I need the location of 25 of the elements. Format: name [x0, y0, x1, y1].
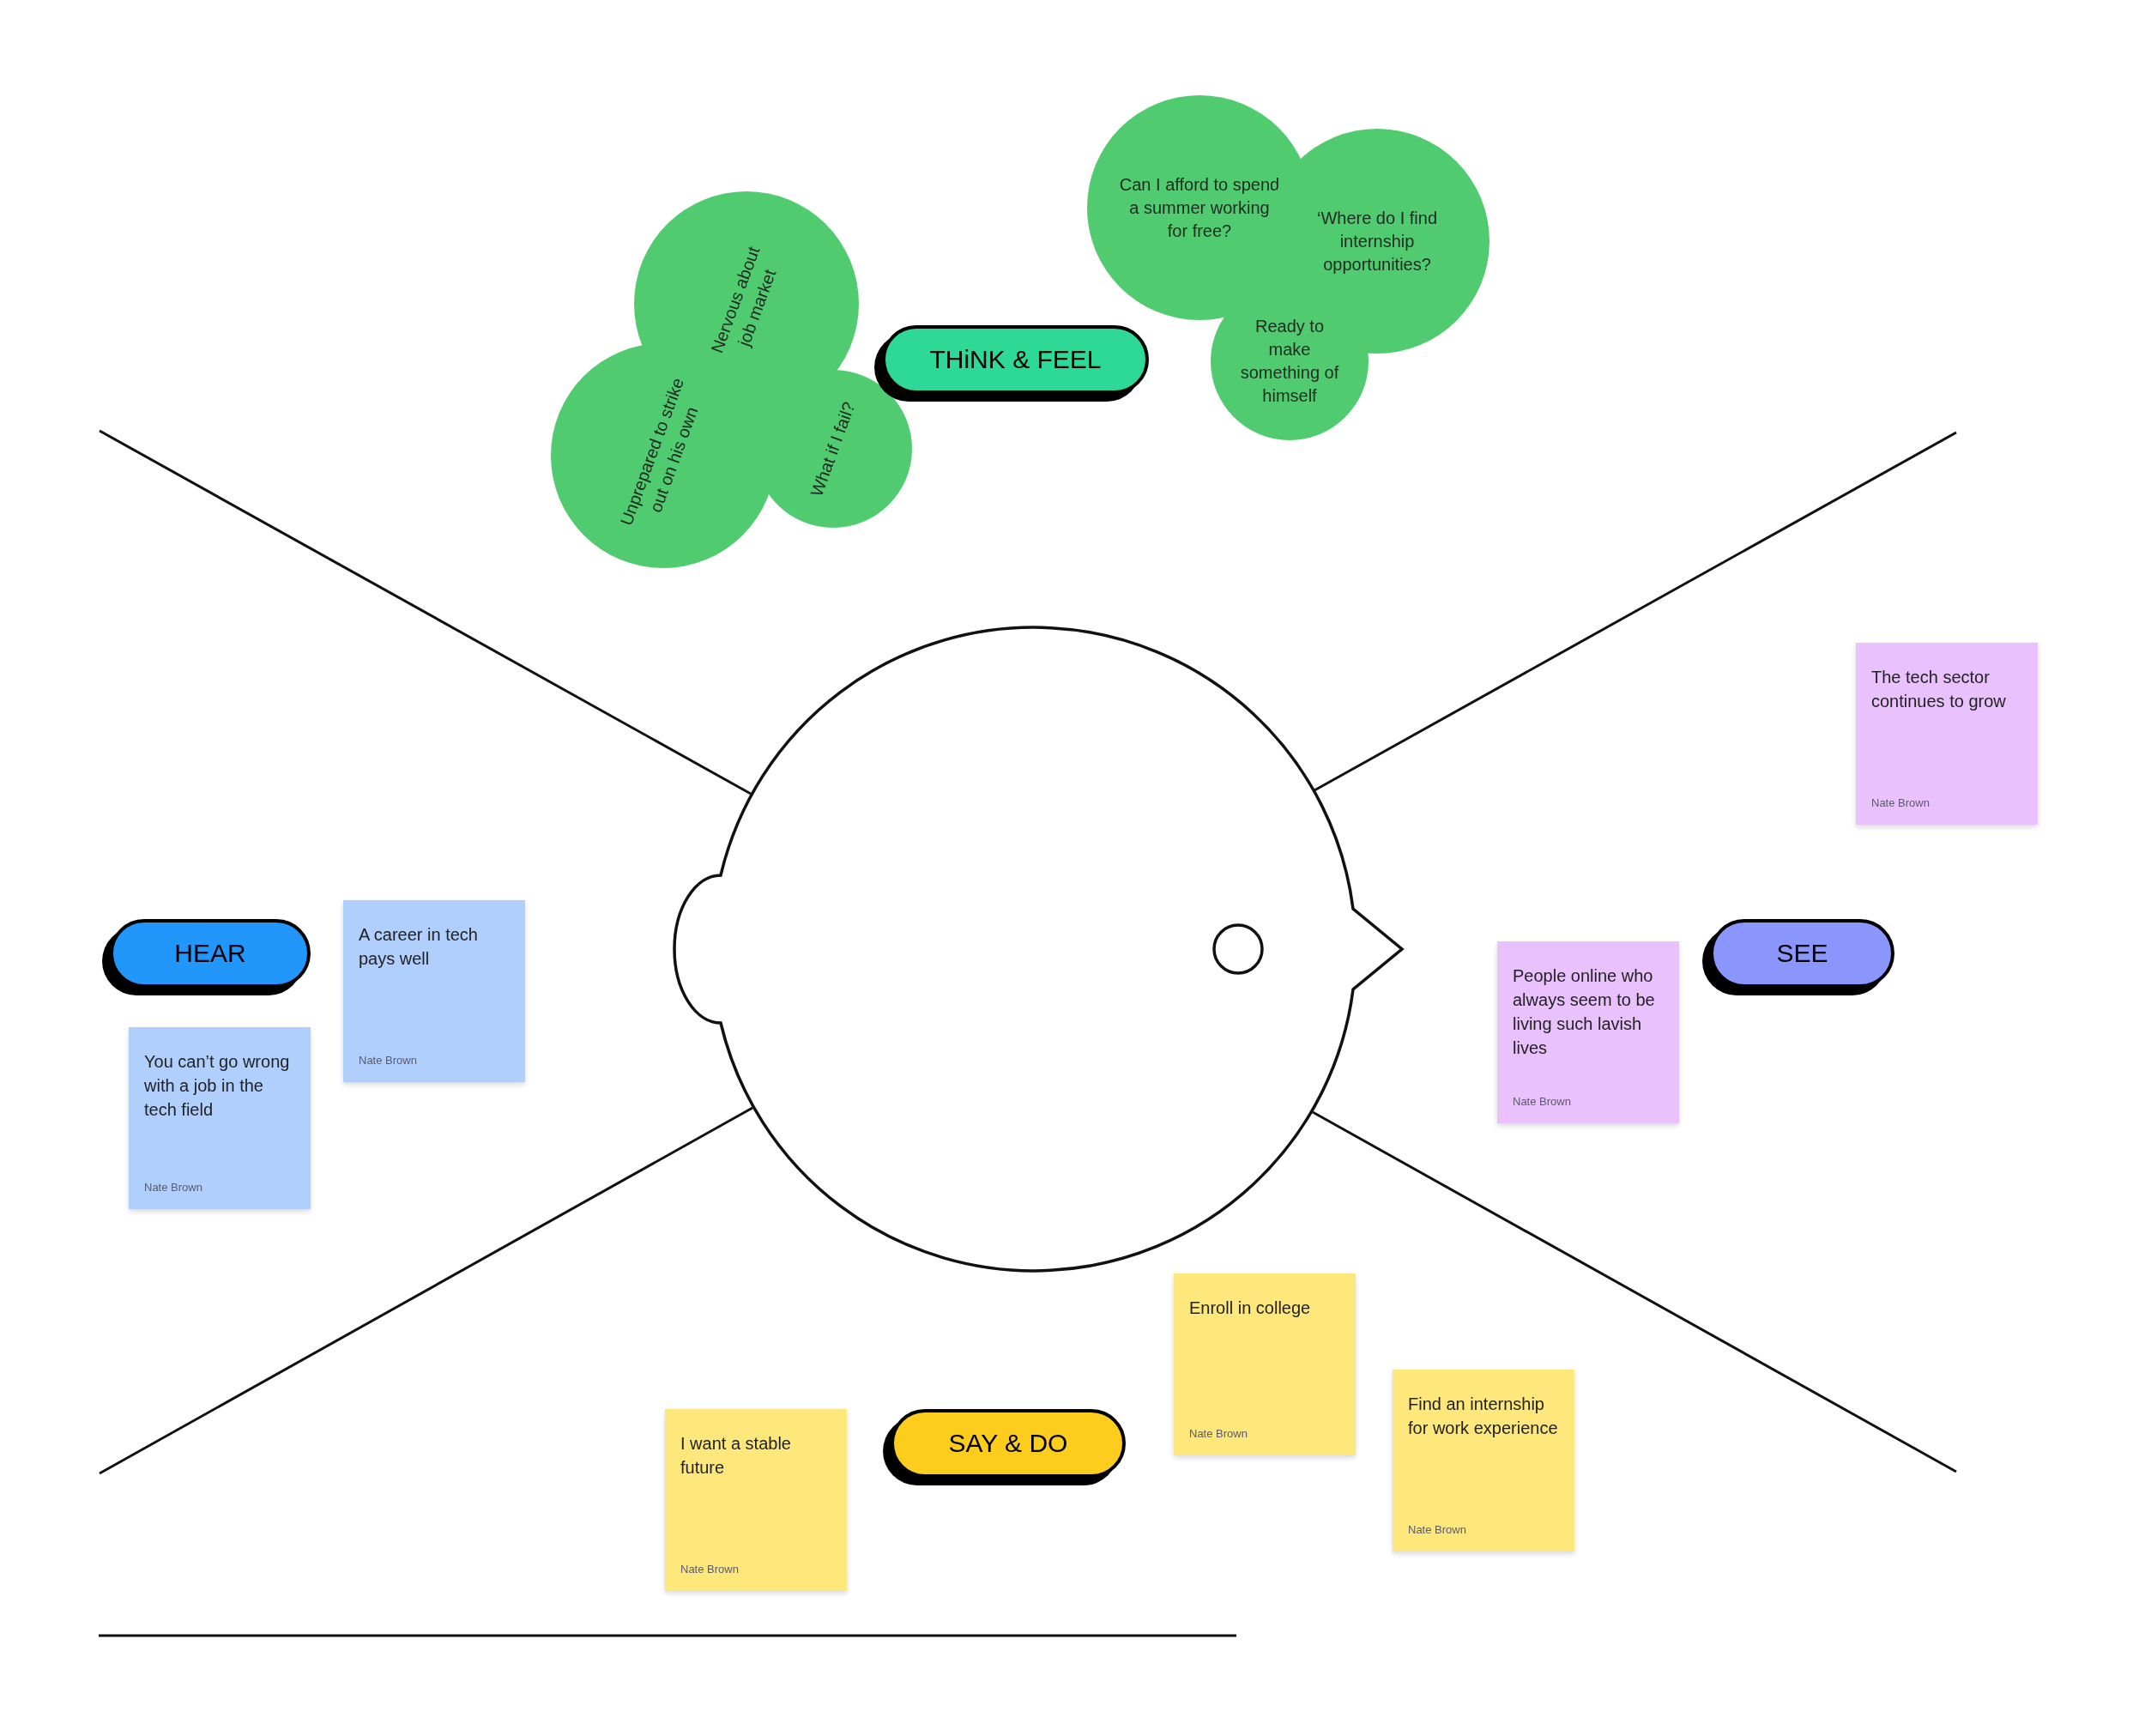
- sticky-note: [1393, 1370, 1574, 1552]
- note-text: Find an internship for work experience: [1408, 1394, 1559, 1439]
- note-text: People online who always seem to be living such lavish lives: [1513, 965, 1656, 1059]
- sticky-note: [1497, 941, 1679, 1123]
- thought-text: What if I fail?: [806, 397, 860, 500]
- author-name: Nate Brown: [1189, 1427, 1248, 1440]
- note-text: Enroll in college: [1189, 1297, 1312, 1319]
- note-text: A career in tech pays well: [359, 924, 479, 970]
- sticky-note: [129, 1027, 311, 1209]
- sticky-note: [343, 900, 525, 1082]
- sticky-note: [1174, 1273, 1356, 1455]
- author-name: Nate Brown: [680, 1563, 739, 1576]
- author-name: Nate Brown: [144, 1181, 202, 1194]
- thought-text: Can I afford to spend a summer working for free?: [1118, 173, 1281, 242]
- author-name: Nate Brown: [1513, 1095, 1571, 1108]
- sticky-note: [1856, 643, 2038, 825]
- thought-text: Ready to make something of himself: [1239, 316, 1340, 407]
- note-text: You can’t go wrong with a job in the tech field: [144, 1051, 291, 1121]
- note-text: I want a stable future: [680, 1433, 792, 1479]
- thought-text: ‘Where do I find internship opportunities?: [1315, 207, 1439, 275]
- author-name: Nate Brown: [359, 1054, 417, 1067]
- sticky-note: [665, 1409, 847, 1591]
- author-name: Nate Brown: [1408, 1523, 1466, 1536]
- author-name: Nate Brown: [1871, 796, 1930, 809]
- note-text: The tech sector continues to grow: [1871, 667, 2007, 712]
